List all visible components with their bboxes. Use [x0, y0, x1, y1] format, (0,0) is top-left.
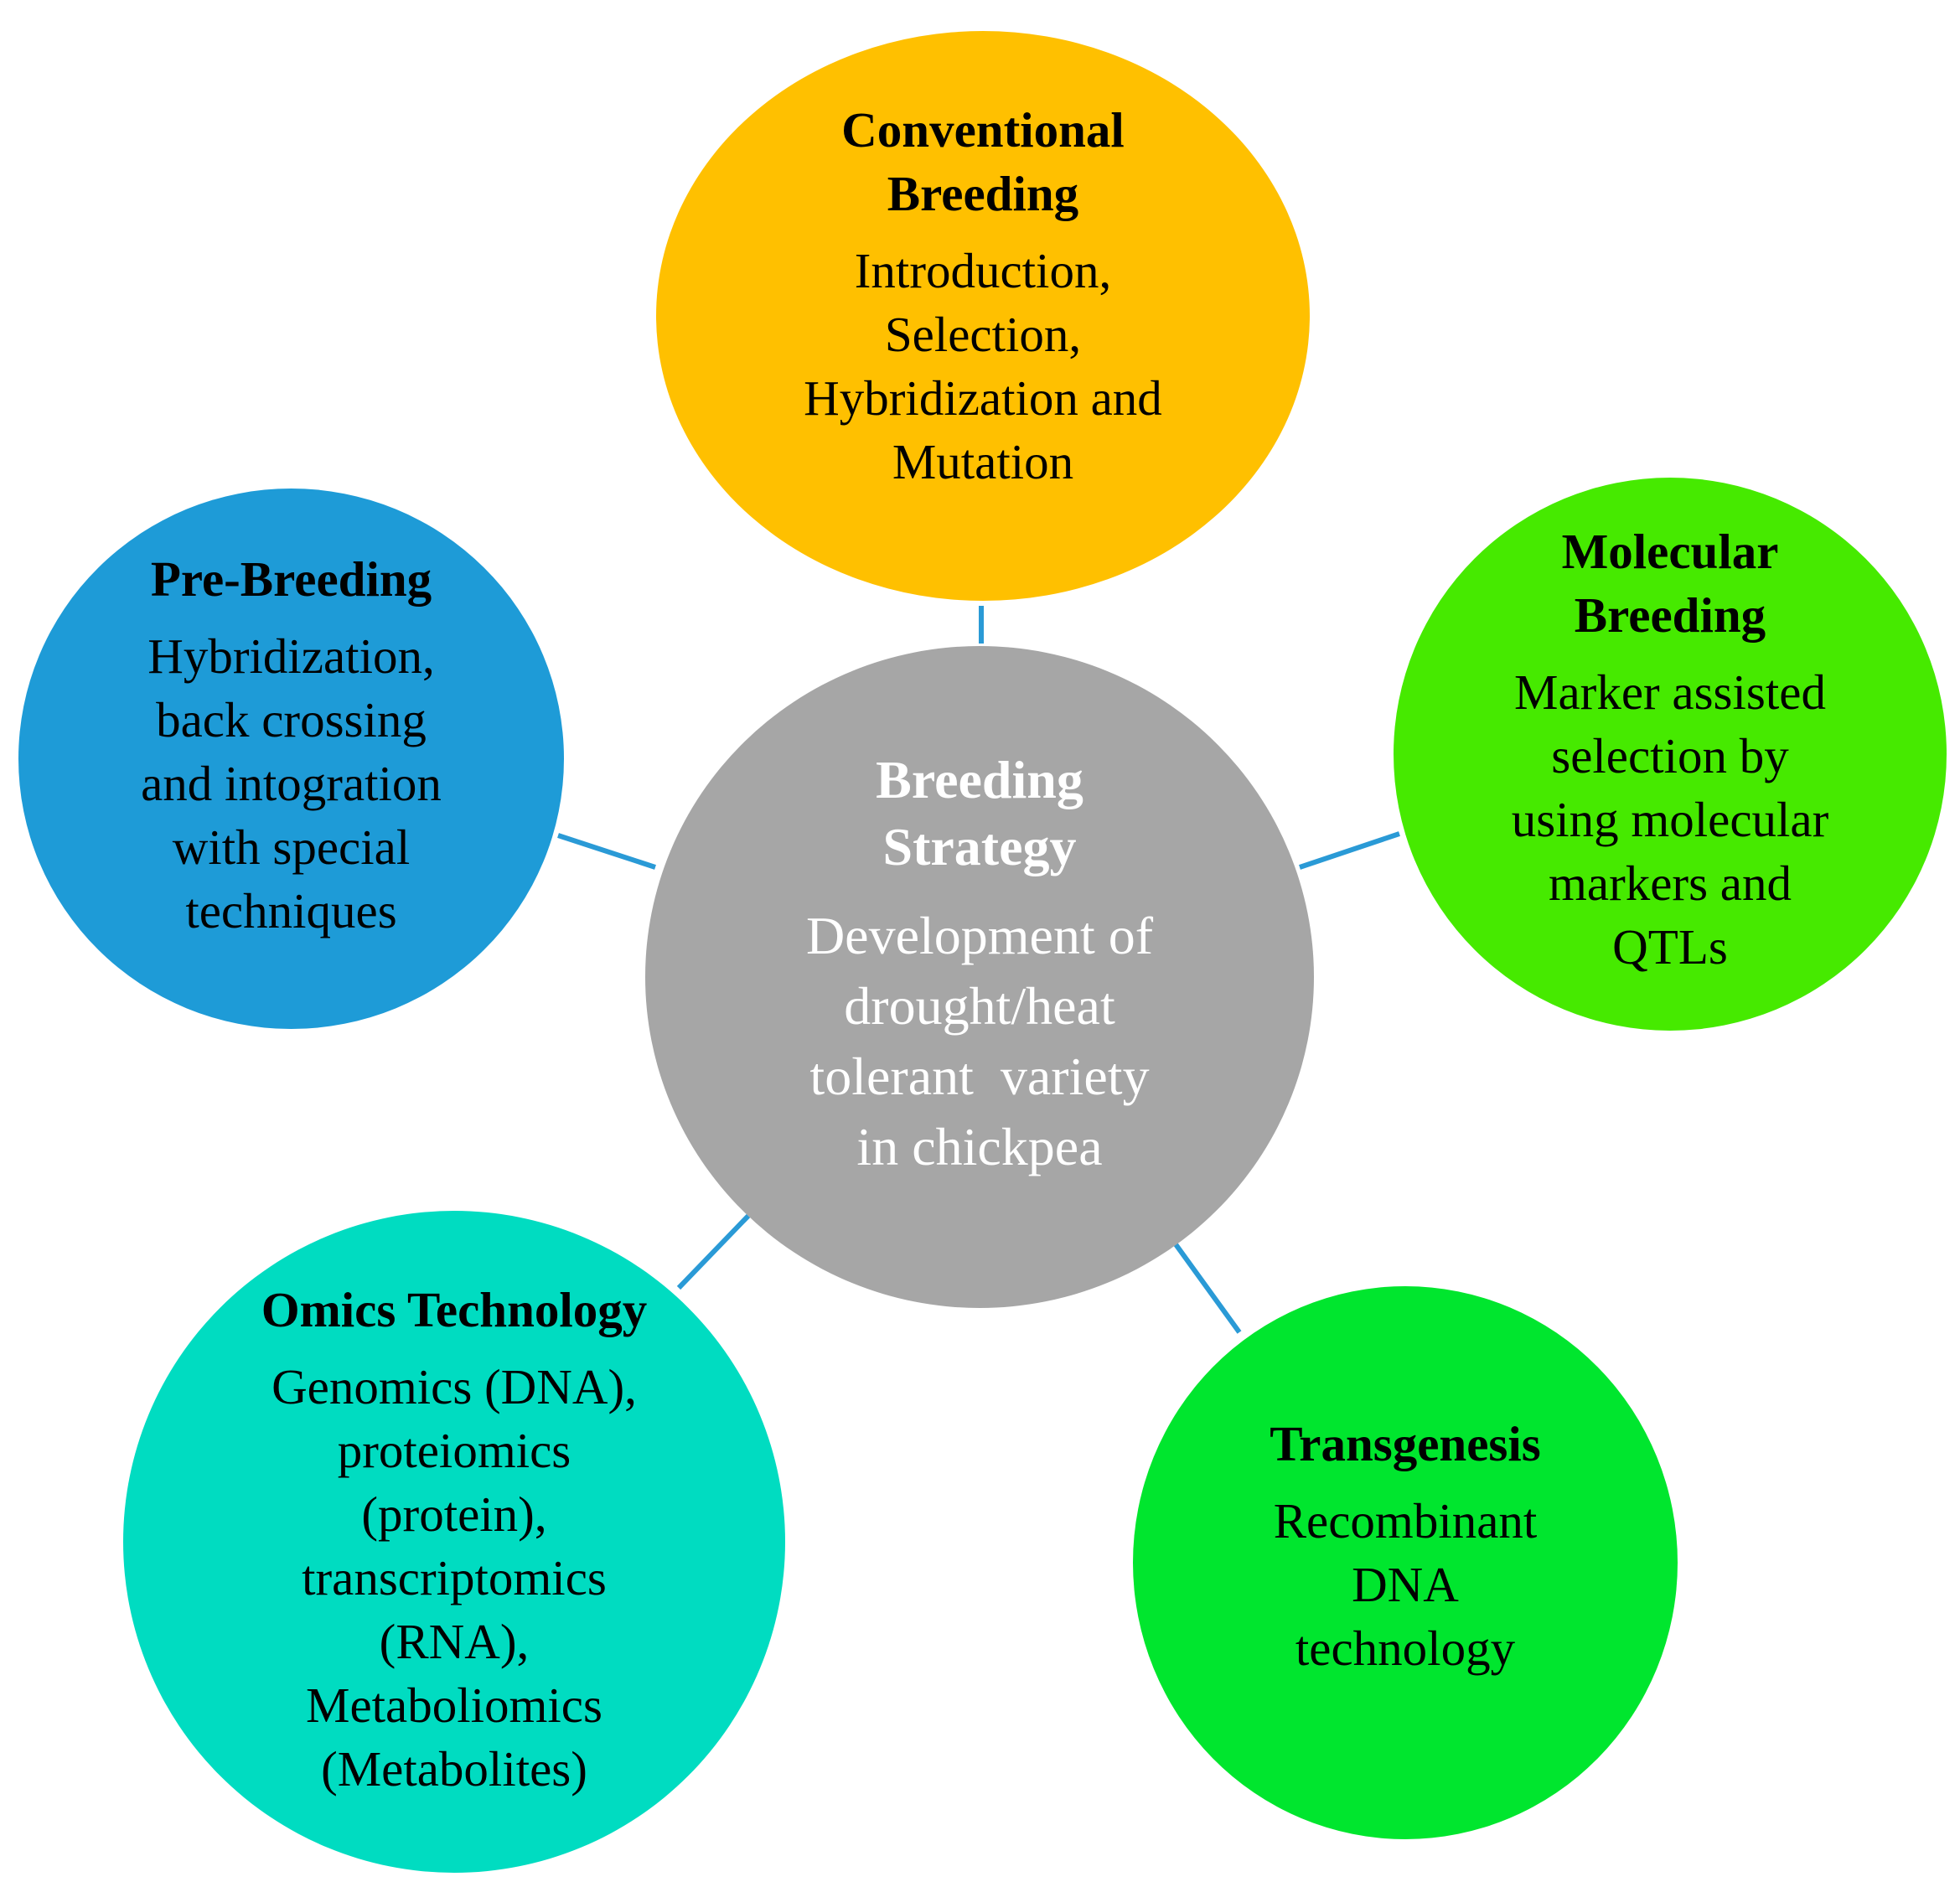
text-line: drought/heat — [844, 976, 1115, 1036]
text-line: Breeding — [876, 750, 1083, 809]
text-line: Hybridization, — [147, 628, 435, 684]
connector-omics — [676, 1213, 751, 1290]
omics-technology-body: Genomics (DNA), proteiomics (protein), tran… — [272, 1355, 637, 1801]
text-line: tolerant variety — [809, 1047, 1150, 1106]
omics-technology-node: Omics Technology Genomics (DNA), proteiom… — [123, 1211, 785, 1873]
text-line: (Metabolites) — [321, 1741, 587, 1797]
breeding-strategy-body: Development of drought/heat tolerant varie… — [806, 901, 1153, 1182]
omics-technology-title: Omics Technology — [261, 1278, 648, 1342]
text-line: Strategy — [882, 817, 1077, 876]
text-line: Breeding — [887, 166, 1079, 221]
text-line: Mutation — [892, 434, 1074, 489]
text-line: technology — [1295, 1621, 1516, 1676]
text-line: (protein), — [361, 1486, 547, 1542]
transgenesis-title: Transgenesis — [1270, 1412, 1540, 1476]
text-line: Development of — [805, 906, 1154, 965]
text-line: DNA — [1352, 1557, 1459, 1612]
text-line: Introduction, — [854, 243, 1112, 298]
text-line: Recombinant — [1273, 1493, 1538, 1548]
pre-breeding-body: Hybridization, back crossing and intograti… — [141, 624, 442, 943]
molecular-breeding-body: Marker assisted selection by using molecul… — [1512, 660, 1829, 979]
text-line: techniques — [185, 883, 397, 938]
conventional-breeding-body: Introduction, Selection, Hybridization and… — [804, 239, 1162, 494]
text-line: QTLs — [1612, 919, 1728, 975]
text-line: back crossing — [156, 692, 427, 747]
text-line: Hybridization and — [804, 370, 1162, 426]
text-line: using molecular — [1511, 792, 1829, 847]
text-line: Selection, — [884, 307, 1082, 362]
pre-breeding-node: Pre-Breeding Hybridization, back crossing… — [18, 489, 564, 1029]
text-line: transcriptomics — [302, 1550, 607, 1605]
text-line: markers and — [1549, 856, 1792, 911]
text-line: proteiomics — [337, 1423, 571, 1478]
connector-pre-breeding — [557, 833, 656, 870]
text-line: Breeding — [1574, 587, 1766, 643]
text-line: and intogration — [141, 756, 442, 811]
text-line: (RNA), — [379, 1614, 530, 1669]
text-line: Genomics (DNA), — [272, 1359, 637, 1414]
text-line: Transgenesis — [1270, 1416, 1541, 1471]
text-line: Conventional — [841, 102, 1125, 158]
text-line: Metaboliomics — [306, 1678, 602, 1733]
text-line: in chickpea — [856, 1117, 1103, 1176]
pre-breeding-title: Pre-Breeding — [151, 547, 432, 611]
text-line: Pre-Breeding — [150, 551, 432, 607]
connector-molecular — [1299, 831, 1400, 870]
text-line: Marker assisted — [1514, 664, 1826, 720]
text-line: Omics Technology — [261, 1282, 648, 1337]
text-line: with special — [172, 819, 411, 875]
text-line: Molecular — [1561, 524, 1779, 579]
text-line: selection by — [1551, 728, 1789, 783]
connector-transgenesis — [1173, 1243, 1242, 1334]
